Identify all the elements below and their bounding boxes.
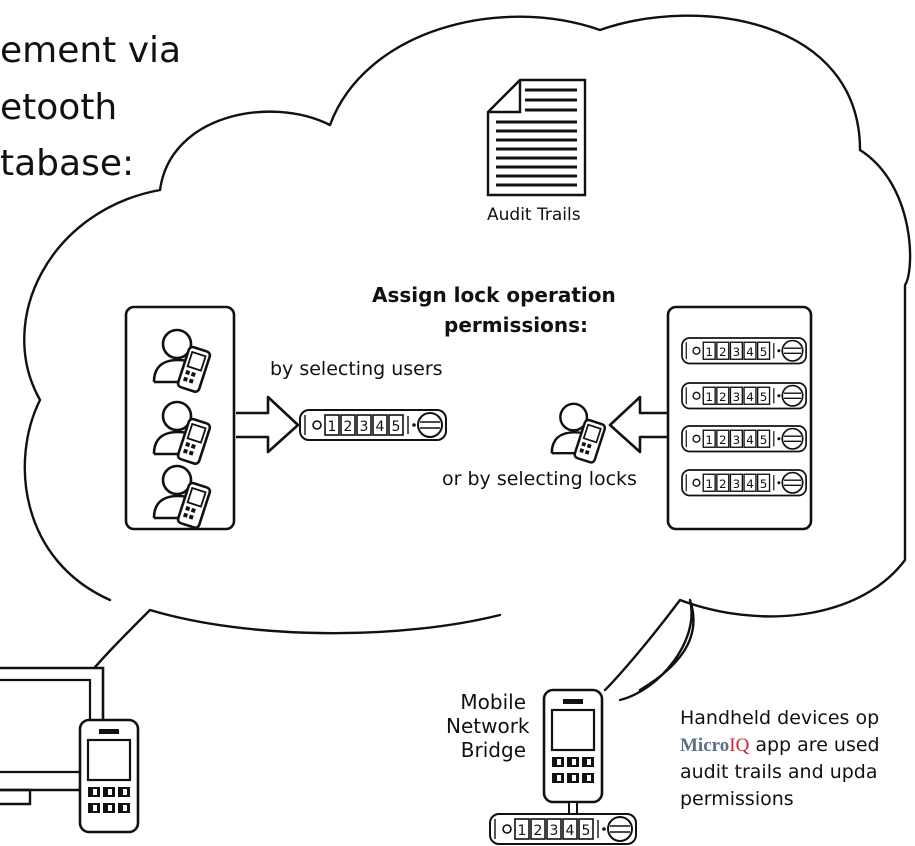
combination-lock-icon (299, 409, 447, 441)
lock-digit: 3 (733, 433, 741, 447)
lock-digit: 4 (746, 433, 754, 447)
assign-title-line-2: permissions: (444, 313, 588, 337)
heading-line-3: tabase: (0, 143, 135, 184)
handheld-note-line-3: audit trails and upda (680, 761, 878, 783)
lock-digit: 2 (344, 419, 353, 435)
handheld-note-line-1: Handheld devices op (680, 707, 880, 729)
lock-digit: 3 (550, 823, 559, 839)
combination-lock-icon (489, 813, 637, 845)
cloud-outline (23, 14, 912, 702)
heading-line-2: etooth (0, 87, 118, 128)
combination-lock-icon (681, 425, 807, 453)
desktop-monitor-icon (0, 666, 105, 806)
handheld-note-line-2: MicroIQ app are used (680, 732, 880, 759)
lock-digit: 2 (719, 477, 727, 491)
bridge-label: Mobile Network Bridge (446, 690, 530, 762)
handheld-note-line-2-text: app are used (749, 734, 880, 756)
lock-digit: 1 (705, 477, 713, 491)
document-icon (486, 78, 587, 197)
lock-digit: 2 (719, 433, 727, 447)
by-selecting-locks-label: or by selecting locks (442, 468, 637, 490)
lock-digit: 2 (719, 390, 727, 404)
bridge-label-line-1: Mobile (460, 690, 526, 714)
bridge-label-line-2: Network (446, 714, 530, 738)
lock-digit: 3 (360, 419, 369, 435)
combination-lock-icon (681, 337, 807, 365)
lock-digit: 5 (760, 390, 768, 404)
lock-digit: 3 (733, 390, 741, 404)
mobile-phone-icon (542, 688, 604, 817)
lock-digit: 4 (566, 823, 575, 839)
lock-digit: 2 (534, 823, 543, 839)
audit-trails-label: Audit Trails (487, 205, 581, 225)
lock-digit: 4 (746, 477, 754, 491)
brand-micro: Micro (680, 735, 730, 756)
lock-digit: 4 (746, 345, 754, 359)
user-with-phone-icon (550, 402, 608, 465)
lock-digit: 5 (760, 433, 768, 447)
arrow-right-icon (236, 395, 300, 454)
lock-digit: 5 (582, 823, 591, 839)
heading-line-1: ement via (0, 30, 182, 71)
mobile-phone-icon (78, 718, 140, 834)
lock-digit: 4 (746, 390, 754, 404)
lock-digit: 5 (392, 419, 401, 435)
combination-lock-icon (681, 469, 807, 497)
lock-digit: 5 (760, 477, 768, 491)
handheld-note-line-4: permissions (680, 788, 794, 810)
brand-iq: IQ (729, 735, 750, 756)
combination-lock-icon (681, 382, 807, 410)
arrow-left-icon (608, 395, 670, 454)
assign-title-line-1: Assign lock operation (372, 283, 616, 307)
lock-digit: 1 (705, 433, 713, 447)
lock-digit: 5 (760, 345, 768, 359)
by-selecting-users-label: by selecting users (270, 358, 443, 380)
lock-digit: 1 (328, 419, 337, 435)
lock-digit: 2 (719, 345, 727, 359)
bridge-label-line-3: Bridge (460, 738, 526, 762)
lock-digit: 1 (518, 823, 527, 839)
lock-digit: 1 (705, 390, 713, 404)
handheld-note: Handheld devices op MicroIQ app are used… (680, 705, 880, 813)
lock-digit: 3 (733, 477, 741, 491)
lock-digit: 3 (733, 345, 741, 359)
lock-digit: 4 (376, 419, 385, 435)
lock-digit: 1 (705, 345, 713, 359)
